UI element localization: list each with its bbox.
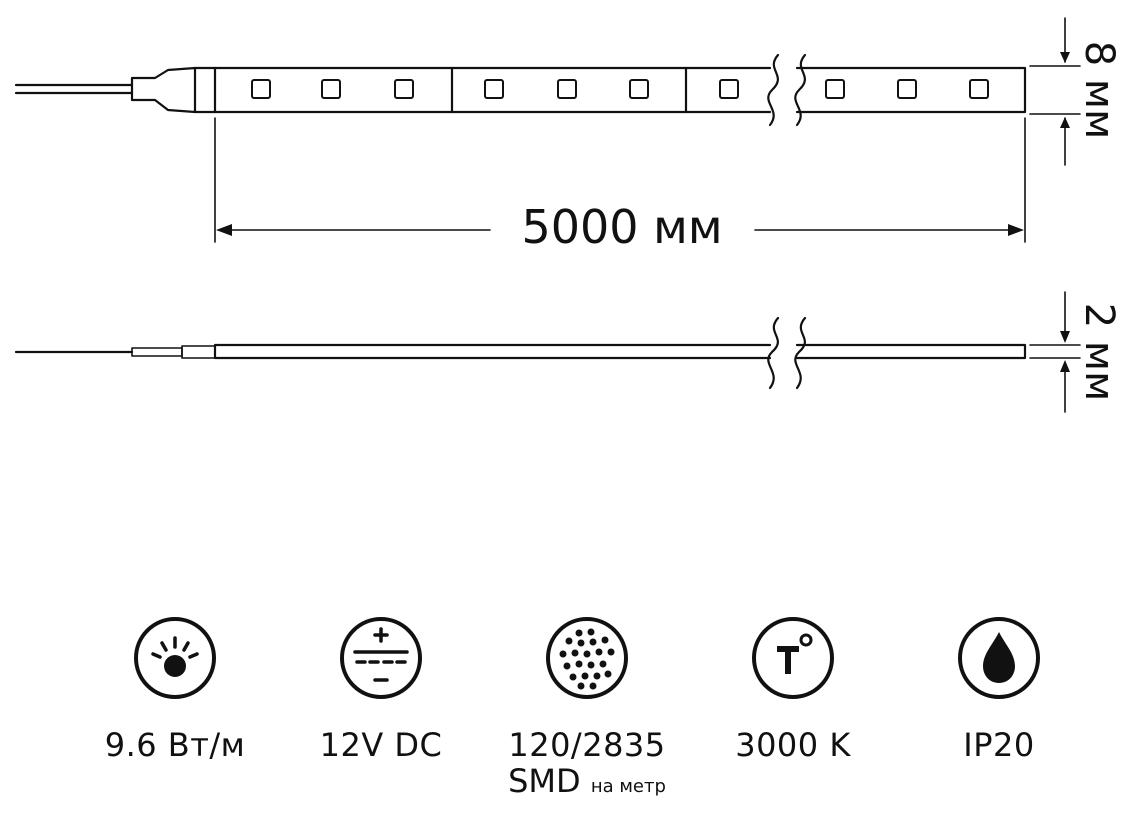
break-mark bbox=[794, 316, 807, 390]
led-chip bbox=[897, 79, 917, 99]
arrow-down bbox=[1060, 52, 1070, 63]
spec-ip-label: IP20 bbox=[963, 726, 1035, 764]
height-label: 8 мм bbox=[1076, 41, 1122, 140]
thickness-label: 2 мм bbox=[1076, 303, 1122, 402]
strip-top-body bbox=[213, 53, 1027, 127]
spec-led-note: на метр bbox=[590, 776, 666, 797]
length-label: 5000 мм bbox=[521, 200, 722, 254]
break-mark bbox=[767, 53, 780, 127]
spec-power: 9.6 Вт/м bbox=[75, 616, 275, 764]
led-chip bbox=[251, 79, 271, 99]
thickness-dimension bbox=[1029, 291, 1081, 413]
length-dimension bbox=[214, 117, 1026, 243]
led-chip bbox=[321, 79, 341, 99]
voltage-dc-icon bbox=[340, 617, 422, 699]
led-chip bbox=[825, 79, 845, 99]
arrow-down bbox=[1060, 331, 1070, 343]
spec-power-label: 9.6 Вт/м bbox=[104, 726, 246, 764]
water-drop-icon bbox=[958, 617, 1040, 699]
spec-voltage-label: 12V DC bbox=[319, 726, 443, 764]
arrow-up bbox=[1060, 117, 1070, 128]
led-chip bbox=[629, 79, 649, 99]
spec-ip: IP20 bbox=[899, 616, 1099, 764]
spec-led: 120/2835 SMD на метр bbox=[487, 616, 687, 804]
strip-top-wires bbox=[14, 66, 217, 114]
led-chip bbox=[484, 79, 504, 99]
temperature-icon bbox=[752, 617, 834, 699]
height-dimension bbox=[1029, 17, 1081, 166]
led-strip-diagram: 8 мм 5000 мм 2 мм bbox=[14, 17, 1122, 413]
spec-led-label: 120/2835 bbox=[508, 726, 666, 764]
strip-leds bbox=[251, 79, 989, 99]
led-chip bbox=[394, 79, 414, 99]
arrow-left bbox=[216, 224, 232, 236]
spec-temperature: 3000 K bbox=[693, 616, 893, 764]
spec-led-label2: SMD bbox=[508, 762, 581, 800]
arrow-up bbox=[1060, 360, 1070, 372]
led-chip bbox=[557, 79, 577, 99]
arrow-right bbox=[1008, 224, 1024, 236]
spec-led-sub: SMD на метр bbox=[487, 764, 687, 804]
spec-temperature-label: 3000 K bbox=[735, 726, 851, 764]
strip-side-view bbox=[14, 316, 1027, 390]
power-icon bbox=[134, 617, 216, 699]
led-matrix-icon bbox=[546, 617, 628, 699]
led-chip bbox=[719, 79, 739, 99]
led-chip bbox=[969, 79, 989, 99]
break-mark bbox=[794, 53, 807, 127]
spec-voltage: 12V DC bbox=[281, 616, 481, 764]
break-mark bbox=[767, 316, 780, 390]
